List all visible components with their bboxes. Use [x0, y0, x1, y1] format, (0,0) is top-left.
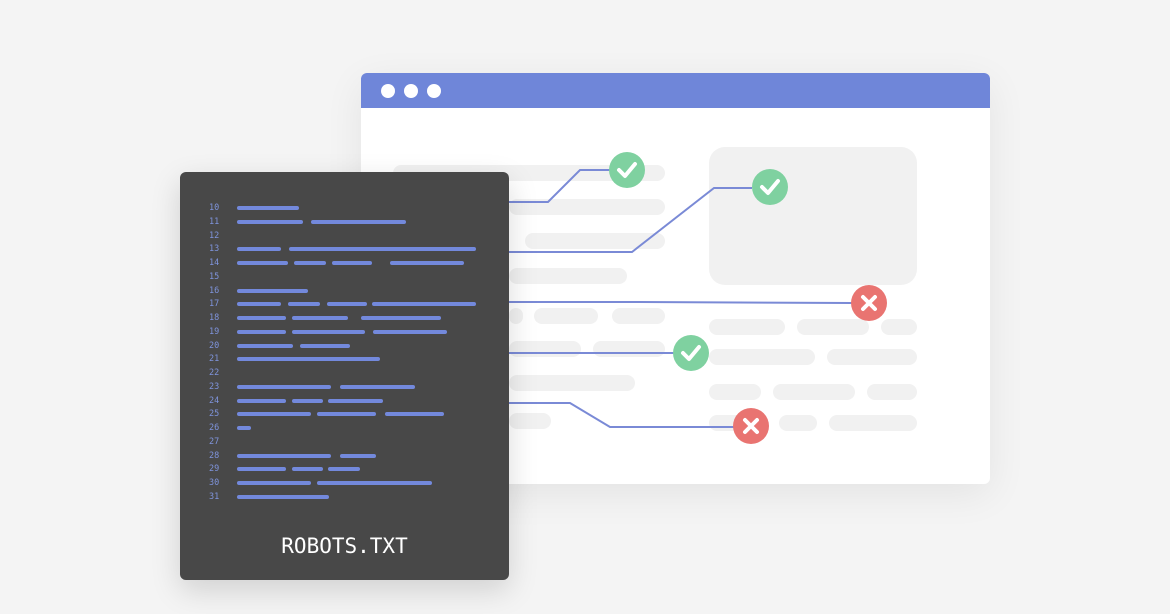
robots-file-panel: 10 11 12 13 14 15 16 17 18 19 20 21 22 23 24 25 26 27 28 29… — [180, 172, 509, 580]
code-line-segment — [332, 261, 372, 265]
image-placeholder — [709, 147, 917, 285]
code-line-segment — [288, 302, 320, 307]
line-number: 29 — [209, 464, 220, 475]
content-placeholder — [709, 349, 815, 365]
line-number: 28 — [209, 450, 220, 461]
content-placeholder — [709, 384, 761, 400]
line-number: 16 — [209, 285, 220, 296]
code-line-segment — [237, 343, 293, 348]
content-placeholder — [773, 384, 855, 400]
code-line-segment — [328, 467, 360, 472]
window-dot-icon — [381, 84, 395, 98]
code-line-segment — [317, 481, 432, 485]
window-dot-icon — [404, 84, 418, 98]
content-placeholder — [881, 319, 917, 335]
code-line-segment — [237, 467, 286, 472]
content-placeholder — [509, 308, 523, 324]
code-line-segment — [340, 384, 415, 389]
line-number: 21 — [209, 354, 220, 365]
line-number: 25 — [209, 409, 220, 420]
line-number: 22 — [209, 368, 220, 378]
code-line-segment — [292, 329, 365, 334]
code-line-segment — [294, 261, 326, 265]
code-line-segment — [289, 247, 476, 252]
content-placeholder — [509, 413, 551, 429]
line-number: 30 — [209, 478, 220, 488]
code-line-segment — [237, 453, 331, 458]
line-number: 26 — [209, 423, 220, 433]
code-line-segment — [327, 302, 367, 307]
content-placeholder — [867, 384, 917, 400]
line-number: 10 — [209, 203, 220, 213]
code-line-segment — [237, 219, 303, 224]
code-line-segment — [237, 247, 281, 252]
check-icon — [609, 152, 645, 188]
window-dot-icon — [427, 84, 441, 98]
line-number: 15 — [209, 271, 220, 282]
line-number: 13 — [209, 244, 220, 255]
content-placeholder — [797, 319, 869, 335]
line-number: 17 — [209, 299, 220, 310]
code-line-segment — [237, 302, 281, 307]
code-line-segment — [237, 261, 288, 265]
line-number: 12 — [209, 230, 220, 241]
line-number: 19 — [209, 326, 220, 337]
content-placeholder — [593, 341, 665, 357]
code-line-segment — [372, 302, 476, 307]
code-line-segment — [373, 329, 447, 334]
code-line-segment — [292, 467, 323, 472]
content-placeholder — [509, 268, 627, 284]
code-line-segment — [385, 412, 444, 417]
check-icon — [673, 335, 709, 371]
content-placeholder — [829, 415, 917, 431]
code-line-segment — [390, 261, 464, 265]
line-number: 18 — [209, 313, 220, 323]
browser-title-bar — [361, 73, 990, 108]
line-number: 20 — [209, 340, 220, 351]
cross-icon — [851, 285, 887, 321]
line-number: 24 — [209, 395, 220, 406]
content-placeholder — [525, 233, 665, 249]
code-line-segment — [237, 329, 286, 334]
content-placeholder — [509, 375, 635, 391]
line-number: 27 — [209, 436, 220, 447]
cross-icon — [733, 408, 769, 444]
file-title: ROBOTS.TXT — [281, 534, 408, 558]
code-line-segment — [237, 426, 251, 430]
code-line-segment — [340, 453, 376, 458]
code-line-segment — [237, 398, 286, 403]
content-placeholder — [709, 319, 785, 335]
code-line-segment — [237, 206, 299, 210]
code-line-segment — [237, 412, 311, 417]
code-line-segment — [300, 343, 350, 348]
code-line-segment — [317, 412, 376, 417]
code-line-segment — [237, 481, 311, 485]
content-placeholder — [534, 308, 598, 324]
code-line-segment — [237, 494, 329, 499]
line-number: 11 — [209, 216, 220, 227]
line-number: 31 — [209, 491, 220, 502]
code-line-segment — [292, 316, 348, 320]
code-line-segment — [311, 219, 406, 224]
check-icon — [752, 169, 788, 205]
code-line-segment — [237, 384, 331, 389]
content-placeholder — [509, 341, 581, 357]
code-line-segment — [237, 288, 308, 293]
code-line-segment — [328, 398, 383, 403]
code-line-segment — [237, 357, 380, 362]
line-number: 23 — [209, 381, 220, 392]
code-line-segment — [292, 398, 323, 403]
content-placeholder — [612, 308, 665, 324]
content-placeholder — [779, 415, 817, 431]
code-line-segment — [361, 316, 441, 320]
line-number: 14 — [209, 258, 220, 268]
code-line-segment — [237, 316, 286, 320]
content-placeholder — [509, 199, 665, 215]
content-placeholder — [827, 349, 917, 365]
